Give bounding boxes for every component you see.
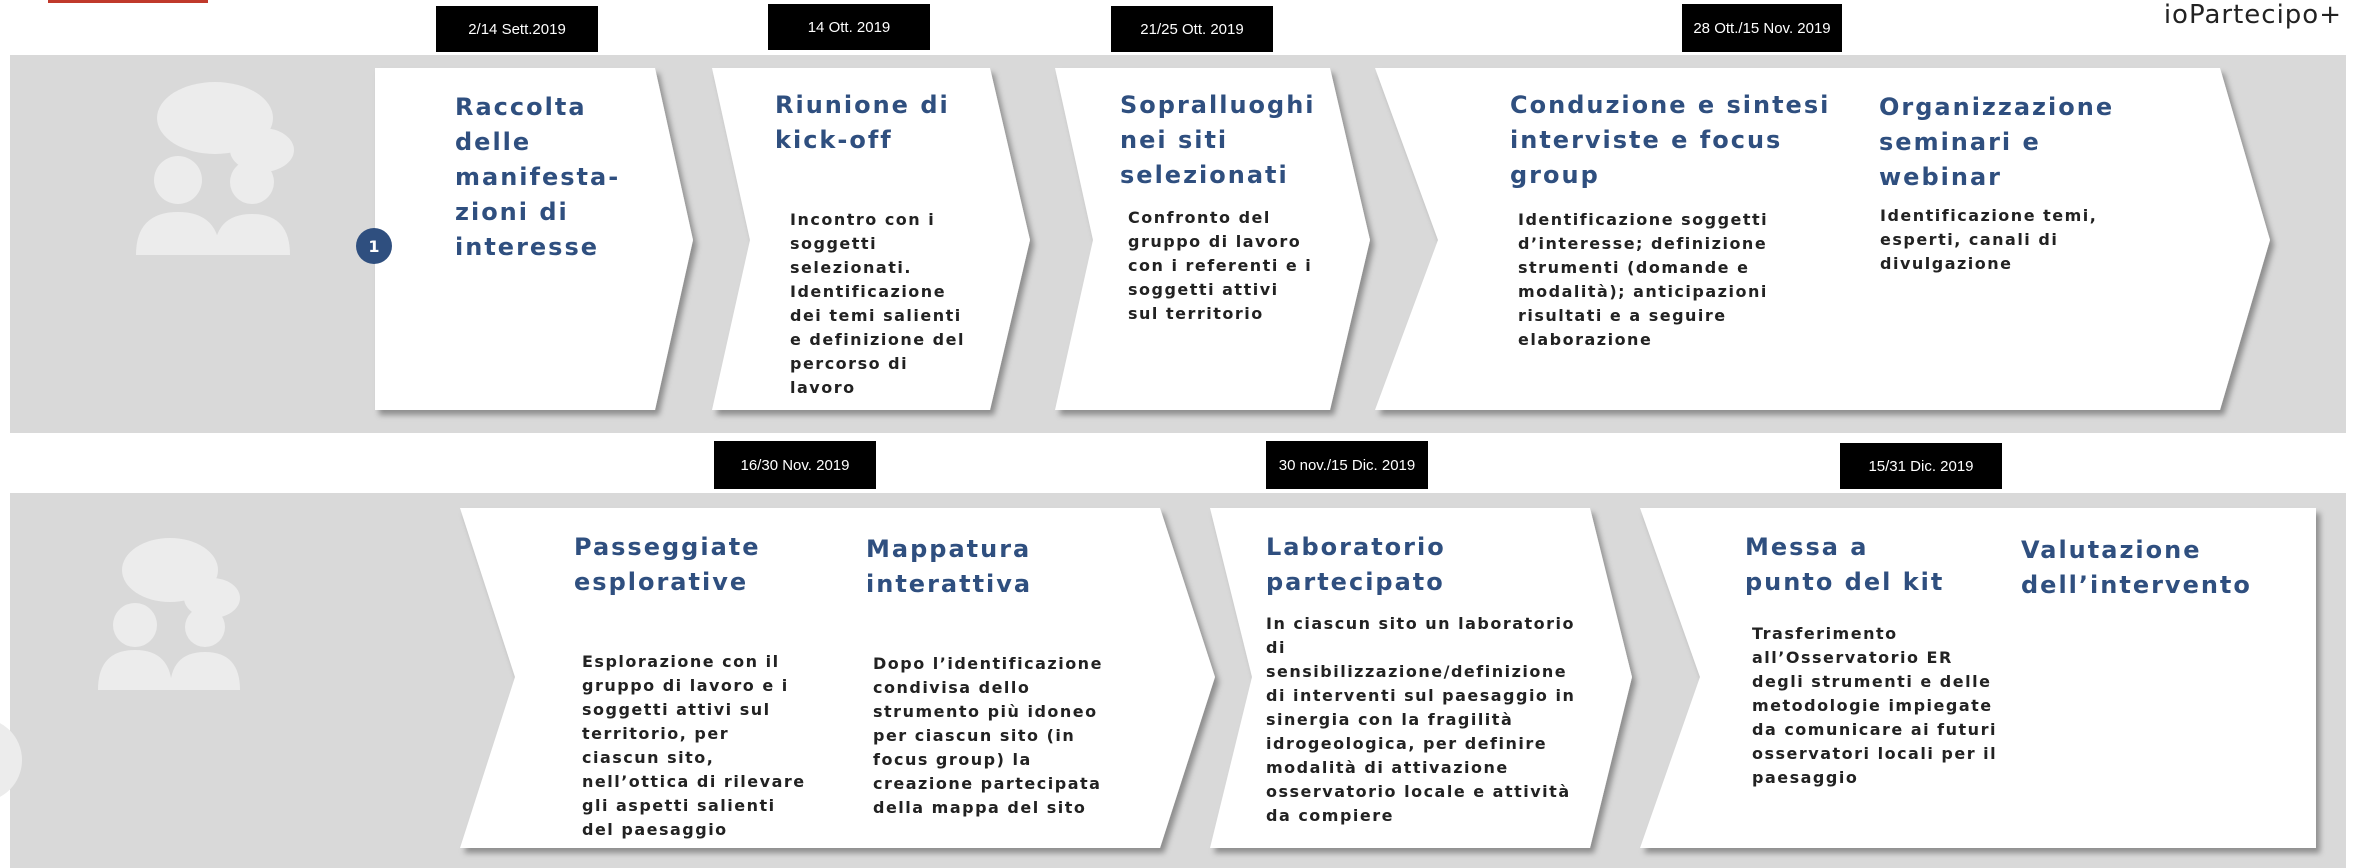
step-title: Valutazione dell’intervento	[2021, 536, 2252, 599]
date-box: 16/30 Nov. 2019	[714, 441, 876, 489]
chevron-4	[1375, 68, 2270, 410]
date-box: 14 Ott. 2019	[768, 4, 930, 50]
chevron-7	[1640, 508, 2316, 848]
step-body: Dopo l’identificazione condivisa dello s…	[873, 654, 1103, 817]
step-number-badge: 1	[356, 228, 392, 264]
decor-circle	[0, 723, 22, 797]
step-body: Identificazione soggetti d’interesse; de…	[1518, 210, 1769, 349]
chevron-6	[1210, 508, 1632, 848]
step-title: Laboratorio partecipato	[1266, 533, 1446, 596]
step-body: Esplorazione con il gruppo di lavoro e i…	[582, 652, 806, 839]
date-box: 2/14 Sett.2019	[436, 6, 598, 52]
brand-logo-text: ioPartecipo+	[2163, 0, 2342, 30]
date-box: 28 Ott./15 Nov. 2019	[1682, 4, 1842, 52]
step-title: Messa a punto del kit	[1745, 533, 1945, 596]
chevron-1	[375, 68, 693, 410]
chevron-5	[460, 508, 1215, 848]
step-title: Raccolta delle manifesta-zioni di intere…	[455, 93, 621, 261]
step-title: Sopralluoghi nei siti selezionati	[1120, 91, 1316, 189]
step-title: Mappatura interattiva	[866, 535, 1033, 598]
step-title: Conduzione e sintesi interviste e focus …	[1510, 91, 1831, 189]
chevron-3	[1055, 68, 1370, 410]
people-chat-icon-2	[98, 538, 240, 690]
step-title: Passeggiate esplorative	[574, 533, 761, 596]
step-body: Confronto del gruppo di lavoro con i ref…	[1128, 208, 1313, 323]
step-title: Riunione di kick-off	[775, 91, 950, 154]
step-body: Identificazione temi, esperti, canali di…	[1880, 206, 2098, 273]
people-chat-icon	[136, 82, 294, 255]
step-title: Organizzazione seminari e webinar	[1879, 93, 2115, 191]
step-body: In ciascun sito un laboratorio di sensib…	[1266, 614, 1576, 825]
date-box: 21/25 Ott. 2019	[1111, 6, 1273, 52]
chevron-2	[712, 68, 1030, 410]
red-accent-bar	[48, 0, 208, 3]
step-body: Incontro con i soggetti selezionati. Ide…	[790, 210, 965, 397]
date-box: 15/31 Dic. 2019	[1840, 443, 2002, 489]
step-body: Trasferimento all’Osservatorio ER degli …	[1752, 624, 1998, 787]
date-box: 30 nov./15 Dic. 2019	[1266, 441, 1428, 489]
